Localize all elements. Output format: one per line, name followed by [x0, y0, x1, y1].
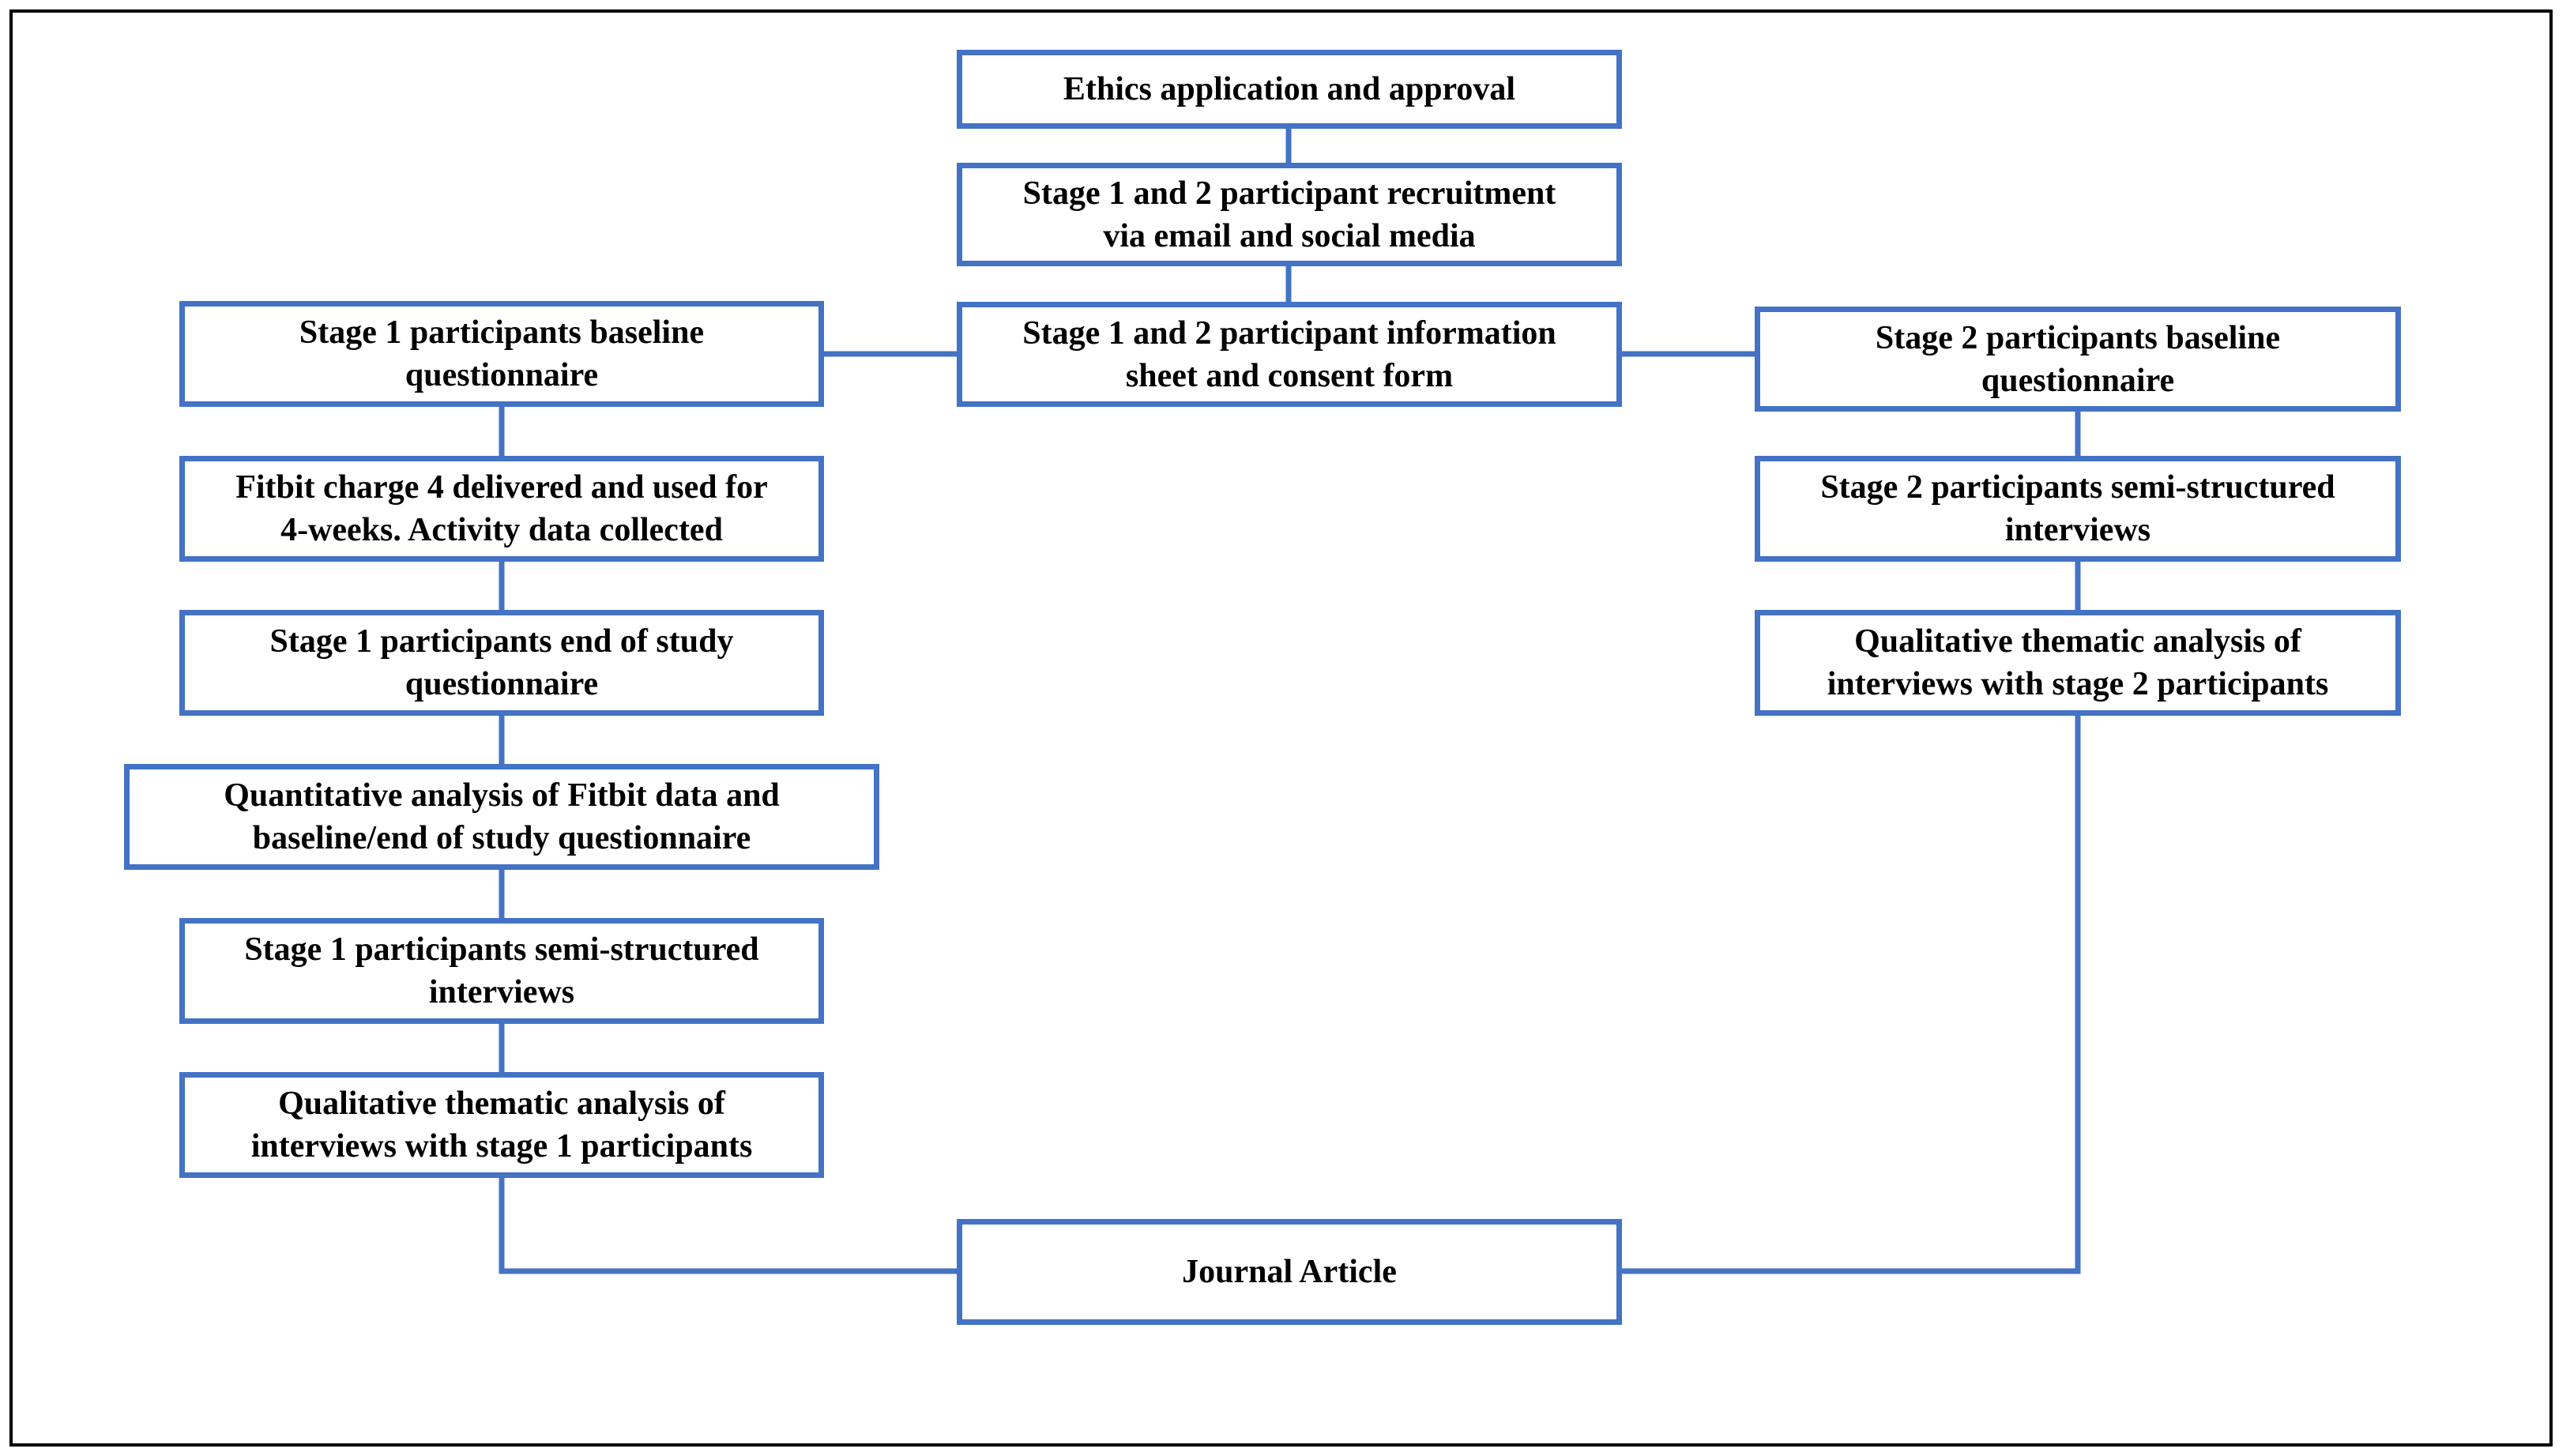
diagram-frame	[9, 9, 2553, 1447]
stage2-interviews-box: Stage 2 participants semi-structured int…	[1755, 456, 2401, 562]
info-sheet-box: Stage 1 and 2 participant information sh…	[957, 302, 1622, 407]
stage1-end-questionnaire-box: Stage 1 participants end of study questi…	[179, 610, 824, 716]
connector-s2-qual-journal	[1616, 710, 2081, 1274]
stage2-baseline-box: Stage 2 participants baseline questionna…	[1755, 307, 2401, 412]
recruitment-box: Stage 1 and 2 participant recruitment vi…	[957, 163, 1622, 266]
stage1-baseline-box: Stage 1 participants baseline questionna…	[179, 301, 824, 407]
stage2-qualitative-analysis-box: Qualitative thematic analysis of intervi…	[1755, 610, 2401, 716]
stage1-qualitative-analysis-box: Qualitative thematic analysis of intervi…	[179, 1072, 824, 1178]
stage1-interviews-box: Stage 1 participants semi-structured int…	[179, 918, 824, 1024]
journal-article-box: Journal Article	[957, 1219, 1622, 1325]
connector-s1-qual-journal	[499, 1172, 962, 1274]
stage1-fitbit-box: Fitbit charge 4 delivered and used for 4…	[179, 456, 824, 562]
stage1-quantitative-analysis-box: Quantitative analysis of Fitbit data and…	[124, 764, 879, 870]
ethics-box: Ethics application and approval	[957, 50, 1622, 129]
